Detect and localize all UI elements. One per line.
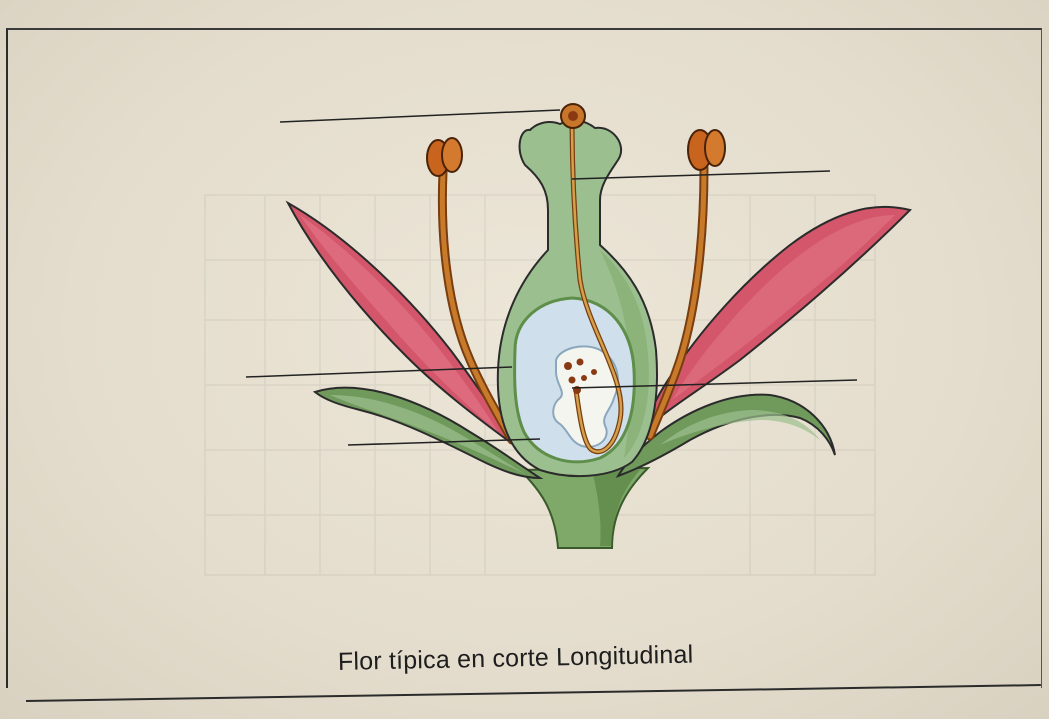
- left-anther: [427, 138, 462, 176]
- pollen-grain: [561, 104, 585, 128]
- right-anther: [688, 130, 725, 170]
- leader-line-pollen: [280, 110, 560, 122]
